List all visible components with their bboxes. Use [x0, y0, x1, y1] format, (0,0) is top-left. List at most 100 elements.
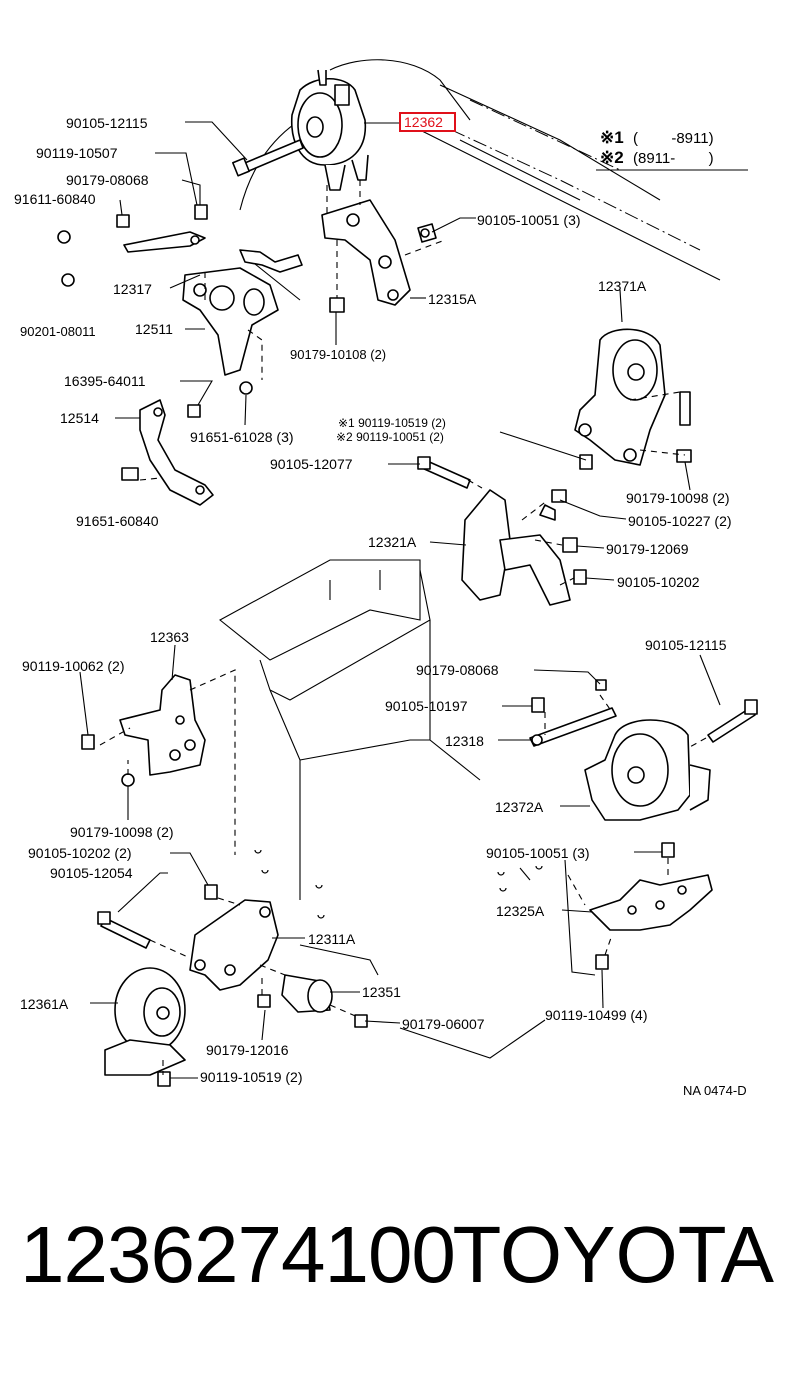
revision-notes: ※1 ( -8911) ※2 (8911- ) [600, 128, 714, 167]
nut-90179-12069 [562, 537, 578, 553]
label-12371A: 12371A [598, 278, 647, 294]
label-90179-08068: 90179-08068 [66, 172, 149, 188]
bracket-12514 [139, 399, 214, 506]
label-90119-10519-lower: 90119-10519 (2) [200, 1069, 302, 1085]
label-90179-12016: 90179-12016 [206, 1042, 289, 1058]
bracket-12311A [189, 899, 279, 991]
label-90179-10108: 90179-10108 (2) [290, 347, 386, 362]
bolt-90119-10519-lower [157, 1071, 171, 1087]
bolt-90105-10227 [551, 489, 567, 503]
leader-lines [79, 121, 748, 1079]
label-90105-10202-lower: 90105-10202 (2) [28, 845, 132, 861]
nut-90179-12016 [257, 994, 271, 1008]
mount-12372A [584, 719, 711, 821]
clip-91651-61028 [239, 381, 253, 395]
mount-12371A [574, 328, 666, 466]
label-12315A: 12315A [428, 291, 477, 307]
mount-12361A [104, 967, 186, 1076]
highlighted-part-number: 12362 [404, 114, 443, 130]
label-90179-06007: 90179-06007 [402, 1016, 485, 1032]
hole-markers [254, 849, 543, 919]
mount-12362 [290, 69, 369, 191]
clip-91651-60840 [121, 467, 139, 481]
bolt-note-90119 [579, 454, 593, 470]
bracket-12321A [461, 489, 571, 606]
label-90179-08068-right: 90179-08068 [416, 662, 499, 678]
brand-name: TOYOTA [452, 1210, 774, 1299]
clip-90179-08068-right [595, 679, 607, 691]
mount-12351 [281, 974, 333, 1013]
label-90201-08011: 90201-08011 [20, 324, 96, 339]
label-12514: 12514 [60, 410, 99, 426]
label-90105-12077: 90105-12077 [270, 456, 353, 472]
bolt-90105-10202-lower [204, 884, 218, 900]
label-12372A: 12372A [495, 799, 544, 815]
label-90105-10227: 90105-10227 (2) [628, 513, 732, 529]
bolt-90179-08068 [194, 204, 208, 220]
label-12363: 12363 [150, 629, 189, 645]
note1-range: ( -8911) [633, 130, 714, 147]
bolt-12511-pin [239, 249, 303, 273]
assembly-lines [99, 180, 707, 1075]
bracket-12315A [321, 199, 411, 306]
clip-16395-64011 [187, 404, 201, 418]
footer: 1236274100 TOYOTA [0, 1200, 792, 1330]
bolt-90179-10098-right [676, 391, 692, 463]
bolt-90105-12115-top [232, 139, 304, 177]
label-90105-10202-upper: 90105-10202 [617, 574, 700, 590]
label-12311A: 12311A [308, 931, 356, 947]
note2-range: (8911- ) [633, 150, 714, 167]
label-91651-60840: 91651-60840 [76, 513, 159, 529]
clip-91611-60840 [57, 214, 130, 244]
label-12317: 12317 [113, 281, 152, 297]
bolt-90105-12077 [417, 456, 471, 489]
label-90119-10507: 90119-10507 [36, 145, 118, 161]
rod-12317 [123, 231, 206, 253]
bolt-90105-10051-top [417, 223, 437, 243]
note2-symbol: ※2 [600, 148, 624, 167]
label-90179-12069: 90179-12069 [606, 541, 689, 557]
label-90179-10098-right: 90179-10098 (2) [626, 490, 730, 506]
label-12511: 12511 [135, 321, 173, 337]
nut-90179-10108 [329, 297, 345, 313]
bolt-90105-10051-lower [661, 842, 675, 858]
label-90105-10197: 90105-10197 [385, 698, 468, 714]
nut-90179-10098-left [121, 773, 135, 787]
label-90105-12115-top: 90105-12115 [66, 115, 148, 131]
label-90119-10499: 90119-10499 (4) [545, 1007, 647, 1023]
label-90119-10062: 90119-10062 (2) [22, 658, 124, 674]
label-12325A: 12325A [496, 903, 545, 919]
part-labels: 90105-12115 90119-10507 90179-08068 9161… [14, 115, 747, 1098]
part-number-heading: 1236274100 [20, 1210, 456, 1299]
label-12321A: 12321A [368, 534, 417, 550]
label-12361A: 12361A [20, 996, 69, 1012]
label-90179-10098-left: 90179-10098 (2) [70, 824, 174, 840]
label-12318: 12318 [445, 733, 484, 749]
engine-outline [219, 59, 721, 900]
label-note1-90119-10519: ※1 90119-10519 (2) [338, 416, 446, 430]
label-91611-60840: 91611-60840 [14, 191, 96, 207]
bolt-90119-10499 [595, 954, 609, 970]
bracket-12511 [182, 267, 279, 376]
label-12351: 12351 [362, 984, 401, 1000]
label-90105-12115-right: 90105-12115 [645, 637, 727, 653]
bolt-90105-12054 [97, 911, 151, 949]
nut-90201-08011 [61, 273, 75, 287]
bracket-12325A [589, 874, 713, 931]
rod-12318 [529, 707, 617, 747]
label-note2-90119-10051: ※2 90119-10051 (2) [336, 430, 444, 444]
label-90105-10051-top: 90105-10051 (3) [477, 212, 581, 228]
label-91651-61028: 91651-61028 (3) [190, 429, 294, 445]
bolt-90119-10062 [81, 734, 95, 750]
label-16395-64011: 16395-64011 [64, 373, 146, 389]
bolt-90105-12115-right [707, 699, 758, 743]
label-90105-12054: 90105-12054 [50, 865, 133, 881]
engine-mount-parts-diagram: ※1 ( -8911) ※2 (8911- ) 12362 90105-1211… [14, 59, 758, 1098]
highlighted-part[interactable]: 12362 [399, 112, 456, 132]
bracket-12363 [119, 674, 206, 776]
bolt-90105-10202-upper [573, 569, 587, 585]
label-diagram-code: NA 0474-D [683, 1083, 747, 1098]
note1-symbol: ※1 [600, 128, 624, 147]
bolt-90105-10197 [531, 697, 545, 713]
label-90105-10051-lower: 90105-10051 (3) [486, 845, 590, 861]
